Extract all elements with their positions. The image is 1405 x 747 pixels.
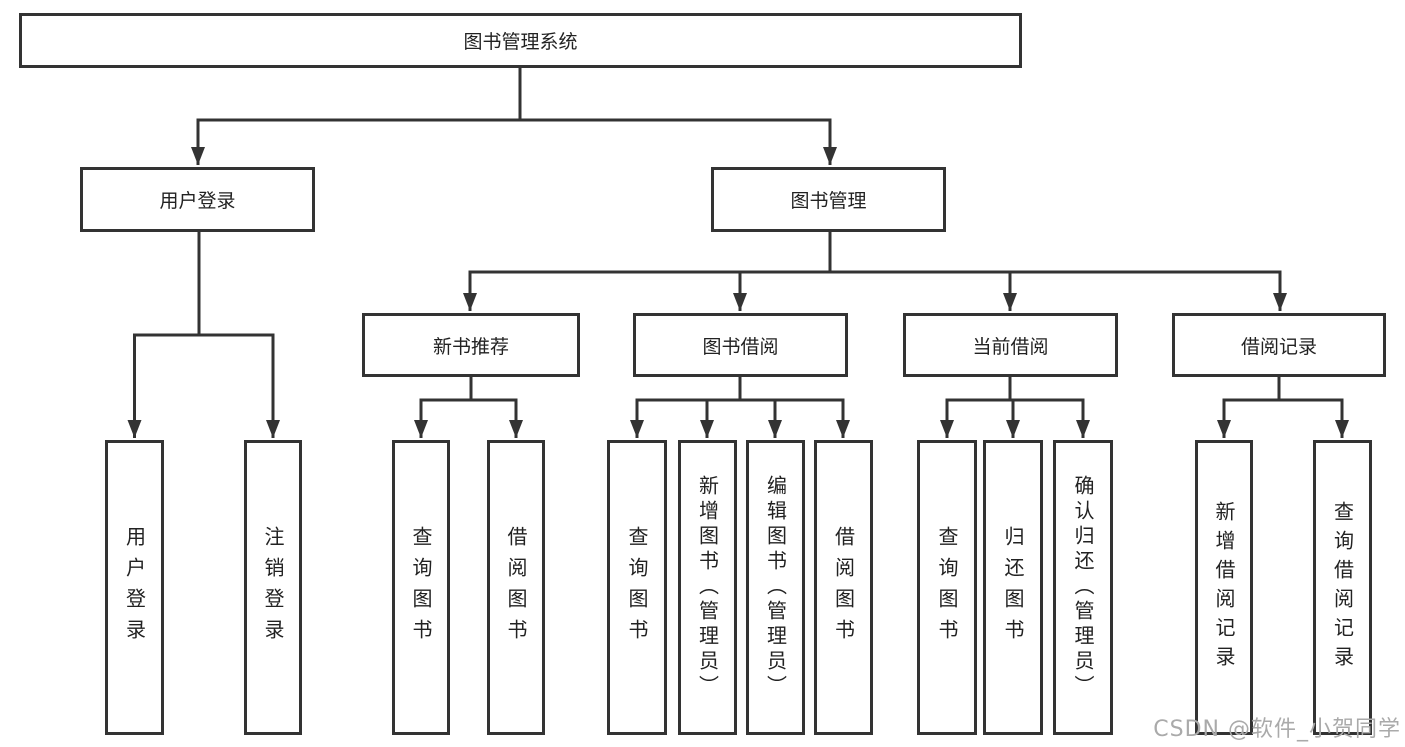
node-cb-query: 查询图书 (917, 440, 977, 735)
node-bb-borrow: 借阅图书 (814, 440, 873, 735)
node-cb-confirm-label: 确认归还（管理员） (1071, 475, 1095, 700)
node-bb-borrow-label: 借阅图书 (831, 525, 856, 650)
node-root: 图书管理系统 (19, 13, 1022, 68)
node-nb-borrow: 借阅图书 (487, 440, 545, 735)
node-cb-return: 归还图书 (983, 440, 1043, 735)
node-bb-query-label: 查询图书 (625, 525, 649, 650)
node-login: 用户登录 (80, 167, 315, 232)
node-records: 借阅记录 (1172, 313, 1386, 377)
node-bb-edit-label: 编辑图书（管理员） (763, 475, 788, 700)
node-current-label: 当前借阅 (972, 335, 1049, 358)
csdn-watermark: CSDN @软件_小贺同学 (1153, 717, 1401, 742)
node-nb-query: 查询图书 (392, 440, 450, 735)
node-borrow: 图书借阅 (633, 313, 848, 377)
node-borrow-label: 图书借阅 (702, 335, 779, 358)
node-bb-query: 查询图书 (607, 440, 667, 735)
node-bb-edit: 编辑图书（管理员） (746, 440, 805, 735)
node-root-label: 图书管理系统 (463, 31, 578, 53)
node-nb-query-label: 查询图书 (409, 525, 433, 650)
node-login-label: 用户登录 (159, 190, 236, 212)
node-nb-borrow-label: 借阅图书 (504, 525, 528, 650)
node-rec-query-label: 查询借阅记录 (1330, 500, 1355, 675)
node-rec-query: 查询借阅记录 (1313, 440, 1372, 735)
node-user-login-label: 用户登录 (122, 525, 147, 650)
node-newbook: 新书推荐 (362, 313, 580, 377)
node-records-label: 借阅记录 (1240, 335, 1317, 358)
node-logout-label: 注销登录 (261, 525, 285, 650)
node-cb-confirm: 确认归还（管理员） (1053, 440, 1113, 735)
node-bb-add: 新增图书（管理员） (678, 440, 737, 735)
node-mgmt: 图书管理 (711, 167, 946, 232)
node-logout: 注销登录 (244, 440, 302, 735)
node-cb-query-label: 查询图书 (935, 525, 959, 650)
node-current: 当前借阅 (903, 313, 1118, 377)
node-cb-return-label: 归还图书 (1001, 525, 1025, 650)
node-user-login: 用户登录 (105, 440, 164, 735)
node-rec-add-label: 新增借阅记录 (1212, 500, 1236, 675)
node-mgmt-label: 图书管理 (790, 190, 867, 212)
node-rec-add: 新增借阅记录 (1195, 440, 1253, 735)
node-newbook-label: 新书推荐 (432, 335, 509, 358)
node-bb-add-label: 新增图书（管理员） (695, 475, 720, 700)
